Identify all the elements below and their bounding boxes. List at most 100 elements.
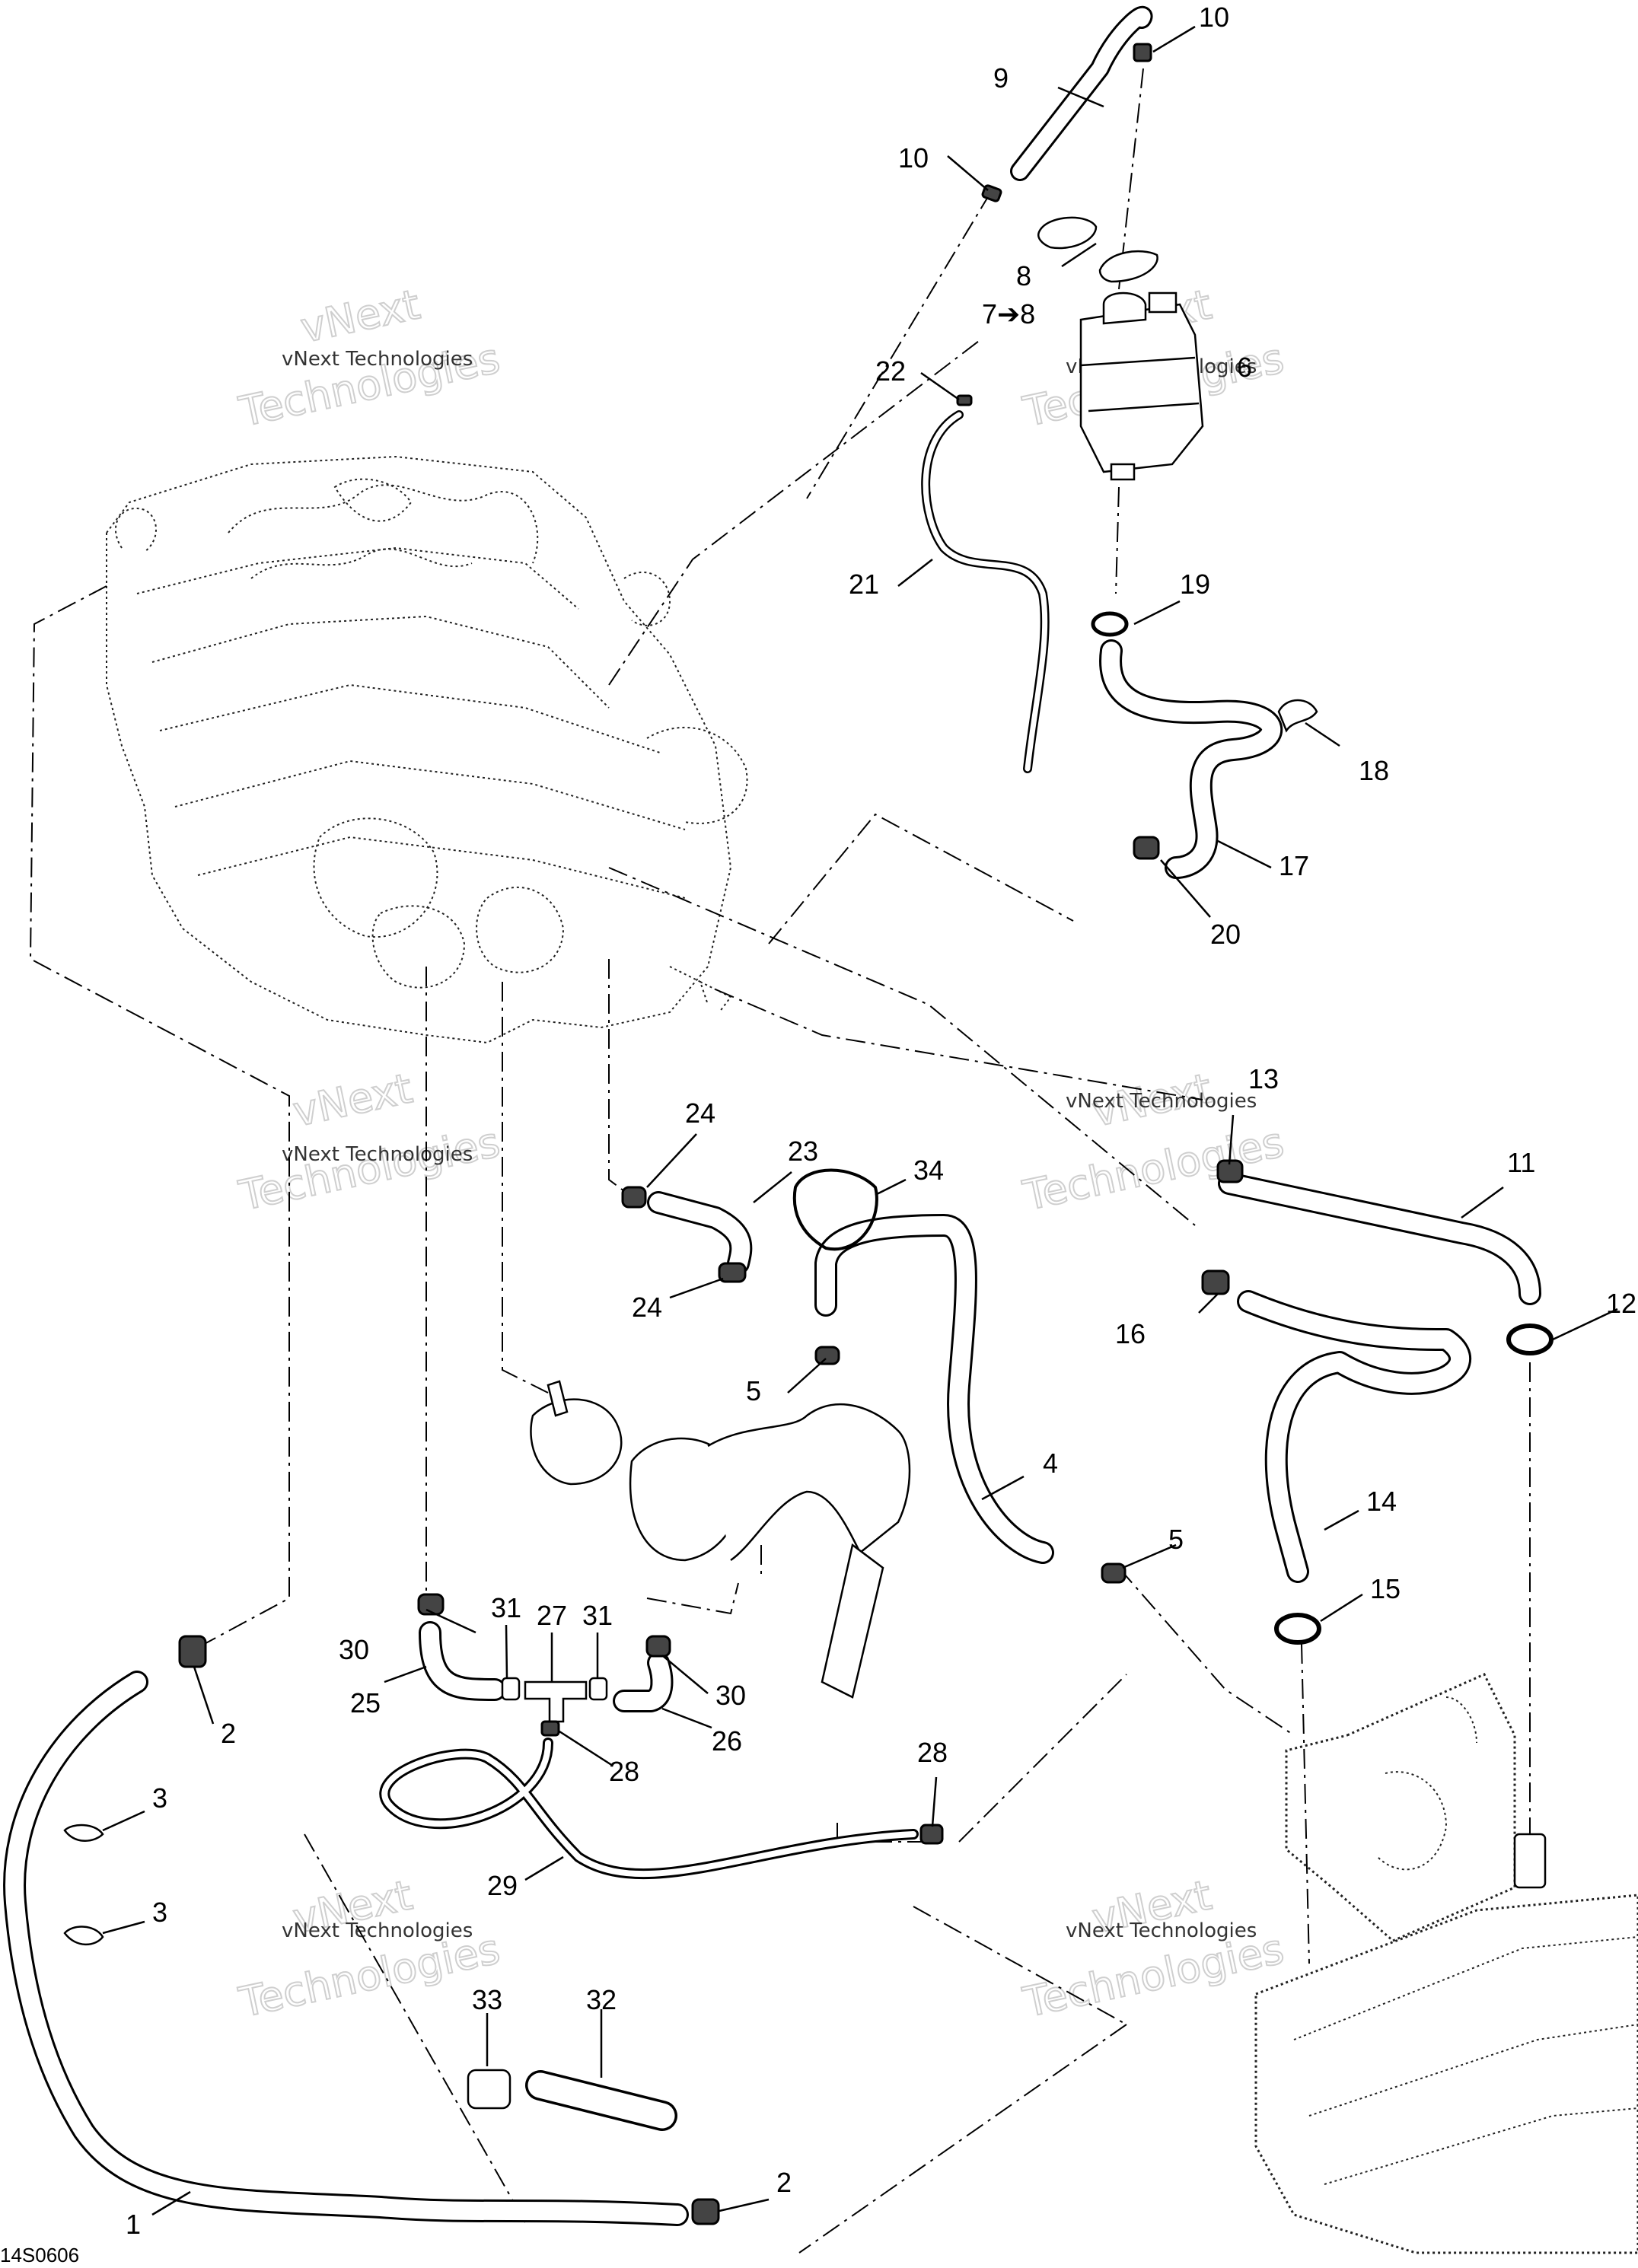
clamp-28-left <box>540 1720 560 1737</box>
hose-26 <box>613 1652 674 1712</box>
clamp-16 <box>1201 1269 1230 1295</box>
svg-text:vNext: vNext <box>297 280 424 352</box>
callout-2-lower: 2 <box>776 2167 792 2198</box>
callout-26: 26 <box>712 1725 742 1757</box>
watermark-top-left: vNext Technologies vNext Technologies <box>234 279 505 437</box>
callout-27: 27 <box>537 1600 567 1631</box>
hose-4 <box>814 1214 1054 1564</box>
clamp-10-upper <box>1133 43 1152 62</box>
callout-10-upper: 10 <box>1199 2 1229 33</box>
ride-plate <box>1254 1833 1638 2254</box>
exhaust-manifold <box>530 1380 911 1699</box>
callout-24-lower: 24 <box>632 1292 662 1323</box>
callout-12: 12 <box>1606 1288 1636 1319</box>
callout-17: 17 <box>1279 850 1309 881</box>
svg-text:Technologies: Technologies <box>235 1118 504 1220</box>
callout-34: 34 <box>913 1155 944 1186</box>
hose-25 <box>419 1621 506 1701</box>
callout-3-upper: 3 <box>152 1782 167 1814</box>
watermark-mid-left: vNext Technologies vNext Technologies <box>234 1063 505 1221</box>
gasket-34 <box>792 1168 878 1251</box>
hose-11 <box>1218 1172 1541 1305</box>
hose-32 <box>525 2070 677 2131</box>
callout-32: 32 <box>586 1984 617 2015</box>
ring-31-left <box>501 1677 521 1701</box>
hose-14 <box>1237 1290 1471 1583</box>
callout-6: 6 <box>1237 352 1252 383</box>
svg-text:vNext Technologies: vNext Technologies <box>1066 1090 1257 1113</box>
clamp-19 <box>1091 611 1129 637</box>
clamp-24-upper <box>621 1186 647 1209</box>
callout-13: 13 <box>1248 1063 1279 1094</box>
clamp-5-upper <box>814 1346 840 1365</box>
leader-lines <box>102 25 1618 2216</box>
callout-30-left: 30 <box>339 1634 369 1665</box>
callout-28-left: 28 <box>609 1756 639 1787</box>
svg-text:vNext Technologies: vNext Technologies <box>1066 1919 1257 1942</box>
callout-8: 8 <box>1016 260 1031 291</box>
callout-29: 29 <box>487 1870 518 1901</box>
callout-2-upper: 2 <box>221 1718 236 1749</box>
tank-cap <box>1098 250 1158 283</box>
callout-10-lower: 10 <box>898 142 929 174</box>
hose-21 <box>921 410 1050 773</box>
callout-31-left: 31 <box>491 1592 521 1623</box>
clamp-5-lower <box>1101 1562 1127 1584</box>
callout-3-lower: 3 <box>152 1897 167 1928</box>
svg-text:vNext Technologies: vNext Technologies <box>282 348 473 371</box>
callout-31-right: 31 <box>582 1600 613 1631</box>
clamp-12 <box>1506 1324 1554 1355</box>
svg-text:vNext: vNext <box>289 1064 416 1136</box>
clamp-2-upper <box>178 1635 207 1668</box>
hose-17 <box>1099 639 1283 879</box>
hose-23 <box>647 1191 753 1275</box>
callout-9: 9 <box>993 62 1009 94</box>
clamp-28-right <box>919 1824 944 1845</box>
callout-25: 25 <box>350 1687 381 1719</box>
callout-11: 11 <box>1507 1147 1535 1178</box>
callout-16: 16 <box>1115 1318 1146 1349</box>
clamp-3-lower <box>63 1926 104 1946</box>
clamp-20 <box>1133 836 1160 860</box>
svg-text:vNext Technologies: vNext Technologies <box>282 1919 473 1942</box>
callout-24-upper: 24 <box>685 1097 715 1129</box>
svg-text:vNext Technologies: vNext Technologies <box>282 1143 473 1166</box>
ring-31-right <box>588 1677 608 1701</box>
tee-fitting-27 <box>524 1680 588 1723</box>
clamp-30-left <box>417 1593 445 1616</box>
cap-gasket <box>1037 216 1098 250</box>
diagram-code: 14S0606 <box>0 2244 79 2266</box>
callout-21: 21 <box>849 569 879 600</box>
svg-text:Technologies: Technologies <box>1019 1118 1288 1220</box>
callout-20: 20 <box>1210 919 1241 950</box>
callout-5-upper: 5 <box>746 1375 761 1406</box>
callout-23: 23 <box>788 1136 818 1167</box>
clamp-3-upper <box>63 1824 104 1842</box>
clamp-30-right <box>645 1635 671 1658</box>
callout-18: 18 <box>1359 755 1389 786</box>
hose-9 <box>1010 5 1153 181</box>
callout-5-lower: 5 <box>1168 1524 1184 1555</box>
callout-1: 1 <box>126 2209 141 2240</box>
watermark-bottom-right: vNext Technologies vNext Technologies <box>1018 1870 1289 2028</box>
hose-1 <box>3 1671 689 2226</box>
sleeve-33 <box>467 2069 511 2110</box>
engine-block <box>106 455 748 1044</box>
callout-33: 33 <box>472 1984 502 2015</box>
jet-pump-housing <box>1285 1673 1516 1942</box>
clamp-2-lower <box>691 2198 720 2225</box>
callout-4: 4 <box>1043 1448 1058 1479</box>
callout-7-8: 7➔8 <box>982 298 1035 330</box>
callout-19: 19 <box>1180 569 1210 600</box>
clamp-24-lower <box>718 1262 747 1283</box>
callout-22: 22 <box>875 355 906 387</box>
coolant-tank <box>1079 291 1204 481</box>
fitting-22 <box>956 394 973 406</box>
clamp-18 <box>1277 699 1318 733</box>
callout-14: 14 <box>1366 1486 1397 1517</box>
callout-30-right: 30 <box>715 1680 746 1711</box>
callout-28-right: 28 <box>917 1737 948 1768</box>
hose-29 <box>379 1738 919 1880</box>
